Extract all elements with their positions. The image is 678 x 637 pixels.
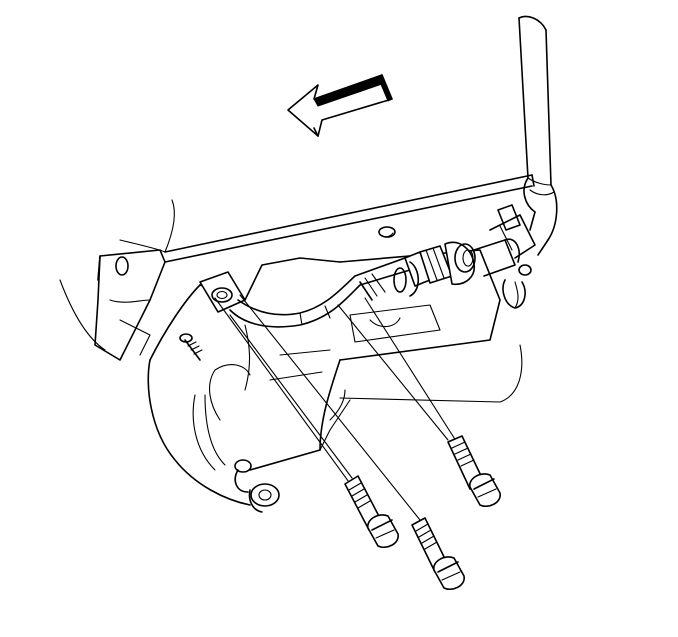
leader-lines	[214, 294, 459, 523]
direction-arrow-icon	[287, 73, 393, 137]
manifold-bolt-3	[447, 435, 501, 508]
engine-oil-pan-plate	[119, 174, 535, 263]
manifold-bolt-2	[411, 517, 465, 591]
exhaust-manifold	[147, 249, 523, 506]
pipe-bracket-clip	[497, 204, 532, 309]
dipstick-tube	[518, 15, 558, 256]
pipe-fitting	[359, 214, 536, 301]
oxygen-sensor-nut	[234, 459, 280, 513]
manifold-stud	[179, 333, 203, 361]
egr-pipe	[229, 257, 411, 328]
manifold-flange	[199, 271, 246, 313]
mounting-bracket	[59, 249, 166, 361]
manifold-bolt-1	[344, 475, 399, 549]
